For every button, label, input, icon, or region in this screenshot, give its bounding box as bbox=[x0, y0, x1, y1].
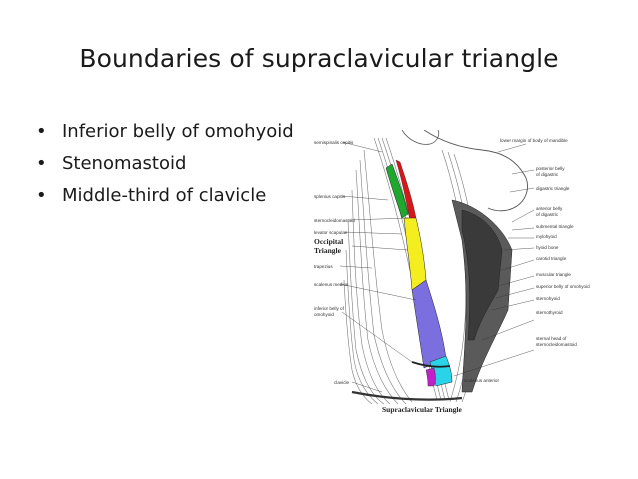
ear-outline bbox=[401, 130, 440, 145]
bullet-text: Inferior belly of omohyoid bbox=[62, 121, 294, 142]
label-levator: levator scapulae bbox=[314, 230, 348, 235]
label-digastric-triangle: digastric triangle bbox=[536, 186, 570, 191]
omohyoid-line bbox=[411, 361, 451, 368]
label-posterior-belly: posterior belly bbox=[536, 166, 565, 171]
region-green bbox=[385, 163, 409, 219]
bullet-text: Stenomastoid bbox=[62, 153, 187, 174]
label-sternal-head-scm: sternocleidomastoid bbox=[536, 342, 577, 347]
bullet-item-omohyoid: • Inferior belly of omohyoid bbox=[36, 120, 316, 143]
label-sternal-head: sternal head of bbox=[536, 336, 567, 341]
neck-triangles-illustration: semispinalis capitis splenius capitis st… bbox=[312, 130, 602, 420]
slide-title: Boundaries of supraclavicular triangle bbox=[79, 44, 559, 73]
region-magenta bbox=[425, 367, 436, 387]
anatomy-diagram: semispinalis capitis splenius capitis st… bbox=[314, 130, 590, 414]
label-inferior-belly-omohyoid: omohyoid bbox=[314, 312, 334, 317]
bullet-list: • Inferior belly of omohyoid • Stenomast… bbox=[36, 120, 316, 216]
label-mandible: lower margin of body of mandible bbox=[500, 138, 568, 143]
label-scalenus-medius: scalenus medius bbox=[314, 282, 349, 287]
label-clavicle: clavicle bbox=[334, 380, 350, 385]
label-anterior-belly-digastric: of digastric bbox=[536, 212, 559, 217]
label-carotid: carotid triangle bbox=[536, 256, 567, 261]
label-trapezius: trapezius bbox=[314, 264, 333, 269]
label-muscular: muscular triangle bbox=[536, 272, 571, 277]
label-splenius: splenius capitis bbox=[314, 194, 346, 199]
label-sternothyroid: sternothyroid bbox=[536, 310, 563, 315]
label-occipital-triangle: Triangle bbox=[314, 246, 342, 255]
bullet-marker: • bbox=[36, 153, 47, 174]
bullet-marker: • bbox=[36, 185, 47, 206]
label-mylohyoid: mylohyoid bbox=[536, 234, 557, 239]
region-yellow bbox=[403, 217, 427, 291]
mandible-outline bbox=[423, 130, 528, 212]
label-semispinalis: semispinalis capitis bbox=[314, 140, 354, 145]
bullet-marker: • bbox=[36, 121, 47, 142]
label-superior-belly: superior belly of omohyoid bbox=[536, 284, 590, 289]
label-posterior-belly-digastric: of digastric bbox=[536, 172, 559, 177]
clavicle-line bbox=[351, 390, 463, 401]
region-purple bbox=[411, 279, 447, 369]
leader-lines bbox=[339, 141, 535, 393]
label-hyoid: hyoid bone bbox=[536, 245, 559, 250]
label-scalenus-anterior: scalenus anterior bbox=[464, 378, 499, 383]
label-supraclavicular-triangle: Supraclavicular Triangle bbox=[382, 405, 462, 414]
label-inferior-belly: inferior belly of bbox=[314, 306, 345, 311]
label-sternocleidomastoid-left: sternocleidomastoid bbox=[314, 218, 355, 223]
bullet-item-clavicle: • Middle-third of clavicle bbox=[36, 184, 316, 207]
label-occipital: Occipital bbox=[314, 237, 343, 246]
label-sternohyoid: sternohyoid bbox=[536, 296, 560, 301]
bullet-text: Middle-third of clavicle bbox=[62, 185, 267, 206]
bullet-item-stenomastoid: • Stenomastoid bbox=[36, 152, 316, 175]
label-submental: submental triangle bbox=[536, 224, 574, 229]
label-anterior-belly: anterior belly bbox=[536, 206, 563, 211]
right-muscle-mass bbox=[451, 199, 513, 393]
